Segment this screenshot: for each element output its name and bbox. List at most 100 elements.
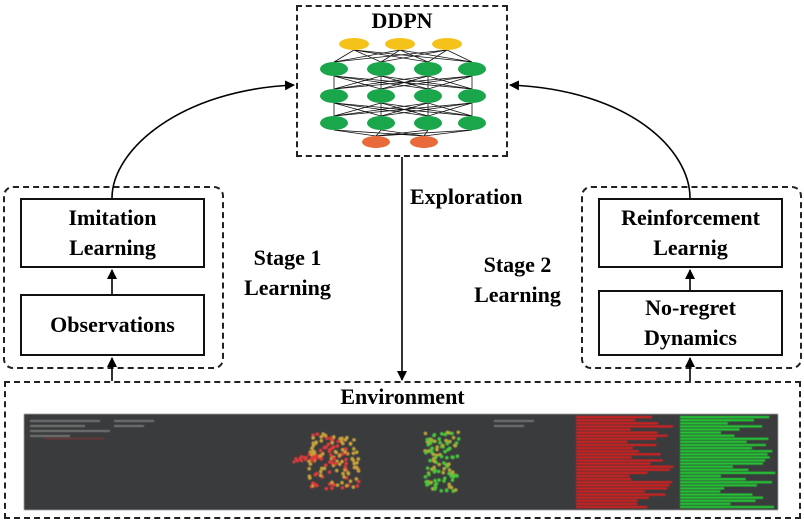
- network-edge: [375, 129, 429, 137]
- reinforcement-to-ddpn-arrow: [509, 80, 691, 199]
- network-edge: [333, 49, 401, 63]
- green-health-bars: [680, 416, 776, 509]
- green-agent: [433, 478, 437, 483]
- network-edge: [423, 129, 473, 137]
- green-agent: [432, 465, 437, 470]
- green-bar: [680, 447, 753, 450]
- network-edge: [375, 129, 473, 137]
- red-agent: [330, 440, 334, 445]
- red-agent: [294, 457, 298, 461]
- green-agent: [447, 471, 451, 476]
- network-node: [414, 116, 442, 130]
- network-nodes: [320, 38, 486, 148]
- green-agent: [426, 449, 431, 453]
- red-agent: [340, 452, 345, 456]
- red-agent: [335, 483, 340, 487]
- network-edge: [380, 49, 448, 63]
- green-bar: [680, 493, 753, 496]
- green-agent: [445, 455, 449, 460]
- red-bar: [576, 440, 628, 443]
- network-edge: [446, 49, 473, 63]
- red-agent: [344, 447, 348, 451]
- red-agent: [315, 483, 319, 488]
- network-node: [367, 116, 395, 130]
- green-agent: [447, 431, 451, 435]
- network-node: [362, 136, 390, 148]
- green-agent: [451, 435, 456, 440]
- green-agents: [423, 430, 461, 493]
- red-bar: [576, 447, 633, 450]
- network-edge: [380, 75, 473, 90]
- green-bar: [680, 422, 728, 425]
- ddpn-title: DDPN: [371, 8, 433, 33]
- green-agent: [450, 478, 455, 482]
- network-node: [367, 62, 395, 76]
- red-health-bars: [576, 416, 674, 509]
- network-node: [432, 38, 462, 50]
- red-bar: [576, 431, 658, 434]
- red-agent: [323, 463, 328, 467]
- red-agent: [329, 436, 333, 441]
- stage1-label: Stage 1 Learning: [225, 243, 350, 303]
- green-bar: [680, 496, 764, 499]
- network-edge: [380, 102, 473, 117]
- red-agent: [330, 480, 334, 485]
- red-agent: [342, 475, 346, 479]
- red-agent: [300, 454, 304, 459]
- green-bar: [680, 425, 763, 428]
- stage2-group: [581, 186, 802, 369]
- green-bar: [680, 484, 757, 487]
- green-bar: [680, 431, 722, 434]
- red-agent: [324, 486, 329, 491]
- network-edge: [333, 102, 382, 117]
- green-bar: [680, 440, 747, 443]
- observations-box: Observations: [20, 294, 205, 356]
- red-agent: [308, 476, 312, 480]
- red-agent: [319, 439, 324, 443]
- green-agent: [448, 439, 452, 444]
- red-agent: [327, 449, 332, 454]
- red-agent: [318, 454, 322, 458]
- green-agent: [433, 487, 437, 491]
- green-agent: [456, 437, 461, 441]
- green-agent: [447, 485, 452, 489]
- environment-box: [4, 381, 801, 519]
- green-bar: [680, 443, 766, 447]
- red-bar: [576, 499, 638, 502]
- red-bar: [576, 493, 666, 496]
- imitation-learning-box: Imitation Learning: [20, 198, 205, 268]
- red-agent: [312, 450, 317, 455]
- green-agent: [455, 474, 459, 478]
- red-bar: [576, 502, 638, 505]
- red-bar: [576, 496, 649, 499]
- green-agent: [425, 483, 429, 487]
- red-agent: [333, 449, 338, 454]
- red-agent: [330, 446, 335, 450]
- green-agent: [423, 431, 428, 436]
- green-bar: [680, 459, 766, 462]
- network-edge: [427, 49, 448, 63]
- red-bar: [576, 456, 632, 459]
- environment-title: Environment: [340, 384, 465, 409]
- green-agent: [445, 441, 450, 446]
- red-agent: [352, 438, 356, 442]
- network-node: [320, 116, 348, 130]
- red-agent: [319, 435, 323, 439]
- green-bar: [680, 471, 776, 474]
- green-agent: [429, 437, 433, 442]
- red-agents: [292, 432, 361, 491]
- network-node: [410, 136, 438, 148]
- red-bar: [576, 484, 670, 487]
- green-bar: [680, 487, 725, 490]
- green-agent: [425, 466, 430, 470]
- green-agent: [429, 450, 434, 454]
- red-agent: [336, 439, 341, 444]
- red-agent: [334, 468, 339, 473]
- green-agent: [433, 468, 437, 473]
- network-edge: [333, 102, 429, 117]
- green-agent: [437, 462, 441, 467]
- red-agent: [348, 442, 353, 446]
- green-agent: [447, 468, 452, 472]
- red-agent: [356, 469, 361, 473]
